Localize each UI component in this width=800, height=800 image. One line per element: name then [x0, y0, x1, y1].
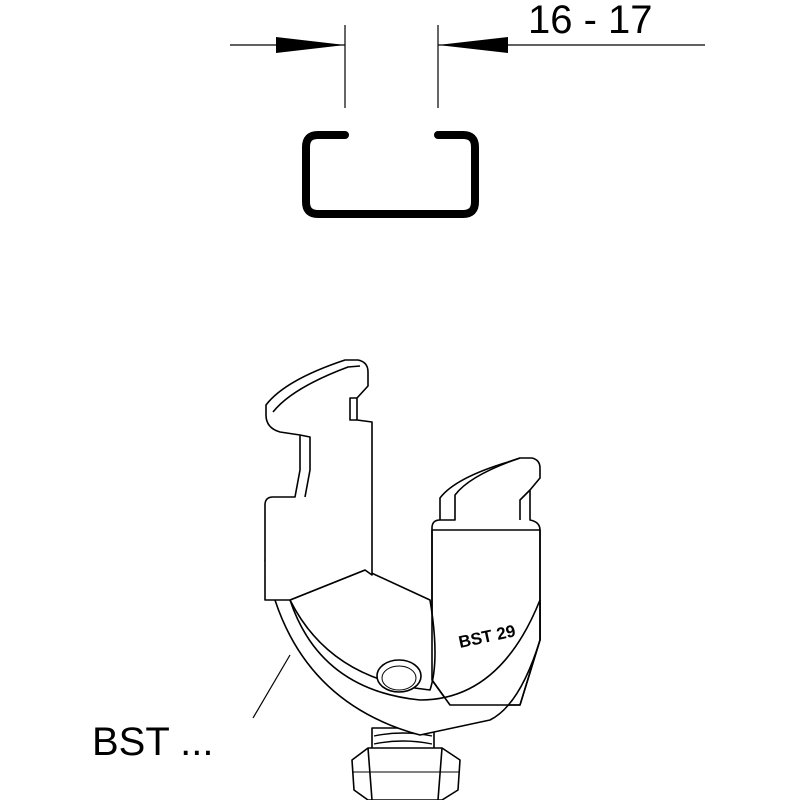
side-plate [431, 529, 541, 706]
front-arm [264, 359, 373, 601]
rear-arm-thickness [439, 457, 521, 520]
mounting-hole [376, 659, 422, 693]
rear-notch [519, 489, 531, 520]
slot-width-label: 16 - 17 [528, 0, 653, 42]
clamp-clip [264, 359, 541, 800]
front-arm-edge [299, 434, 311, 498]
rear-arm [431, 457, 541, 706]
callout-leader [252, 654, 291, 719]
arrowhead-right [438, 37, 508, 53]
front-notch [349, 397, 357, 421]
c-channel-profile [302, 131, 479, 218]
arrowhead-left [276, 37, 345, 53]
nut-edge-right [437, 747, 443, 800]
mounting-hole-inner [381, 665, 417, 691]
bolt-assembly [351, 727, 461, 800]
callout-label: BST ... [92, 720, 214, 764]
hex-nut [351, 747, 461, 800]
front-arm-thickness [272, 365, 361, 413]
nut-edge-left [367, 747, 373, 800]
